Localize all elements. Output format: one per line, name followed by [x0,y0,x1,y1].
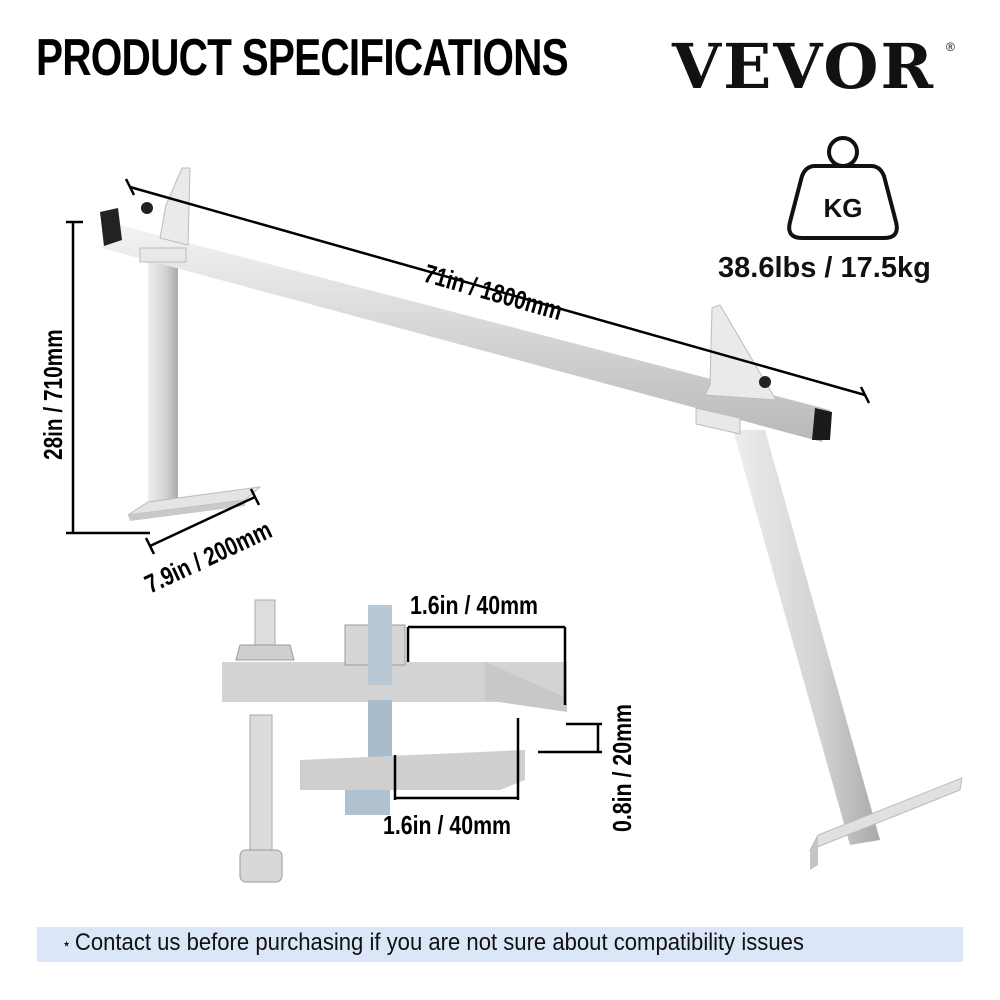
page-title: PRODUCT SPECIFICATIONS [36,29,569,87]
brand-logo: VEVOR [672,30,936,103]
star-bullet-icon: ⋆ [62,935,72,953]
registered-mark: ® [946,40,955,54]
clamp-top-depth-label: 1.6in / 40mm [410,590,538,620]
notice-banner [37,927,963,962]
clamp-opening-label: 0.8in / 20mm [607,704,637,832]
weight-value: 38.6lbs / 17.5kg [718,252,931,284]
svg-text:KG: KG [824,193,863,223]
clamp-illustration [222,599,567,883]
clamp-bottom-depth-label: 1.6in / 40mm [383,810,511,840]
height-label: 28in / 710mm [38,329,68,460]
weight-kg-icon: KG [787,136,899,240]
notice-text: ⋆Contact us before purchasing if you are… [62,929,804,956]
